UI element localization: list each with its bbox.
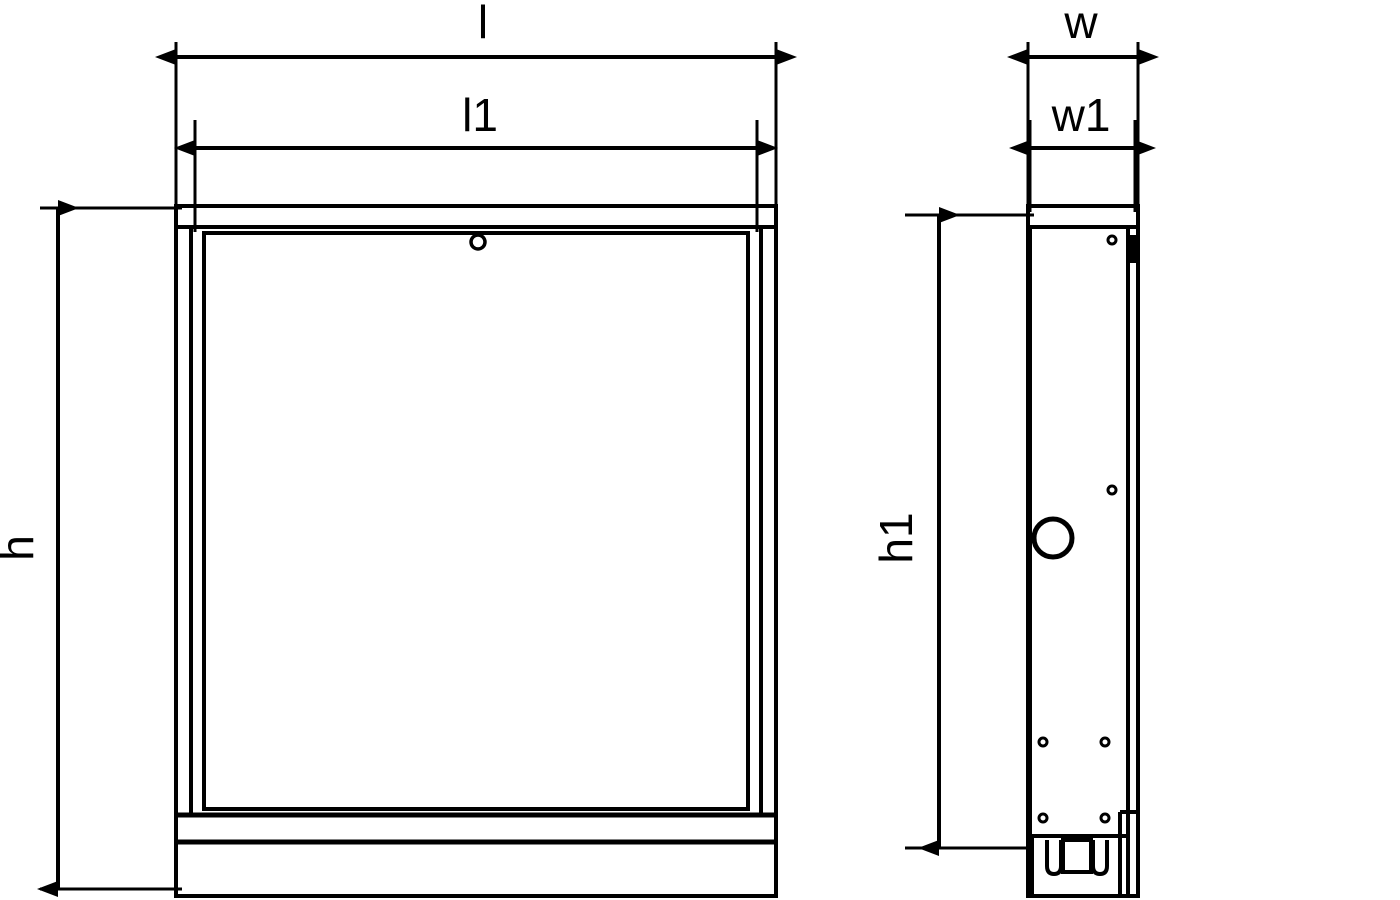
dimension-h1: h1 [870,207,1034,856]
side-base-slot-2 [1091,840,1109,877]
dim-w-label: w [1063,0,1098,48]
dim-h1-label: h1 [870,512,922,563]
side-cable-entry-circle [1031,516,1075,560]
dim-l-label: l [478,0,488,48]
dimension-l: l [155,0,797,212]
front-door-panel [202,231,750,811]
front-view [174,204,778,898]
side-mounting-hole-3 [1037,736,1049,748]
side-mounting-hole-1 [1106,234,1118,246]
front-lock-hole-icon [469,233,487,251]
dim-w1-label: w1 [1051,89,1111,141]
side-base-block [1030,834,1130,898]
dimension-h: h [0,200,182,897]
side-mounting-hole-5 [1037,812,1049,824]
dimension-w: w [1007,0,1159,212]
side-top-tab [1127,235,1137,263]
side-mounting-hole-4 [1099,736,1111,748]
dimension-w1: w1 [1009,89,1156,212]
side-mounting-hole-2 [1106,484,1118,496]
dimension-l1: l1 [174,89,778,232]
dim-l1-label: l1 [462,89,498,141]
side-mounting-hole-6 [1099,812,1111,824]
front-outer-body [174,204,778,898]
dim-h-label: h [0,535,43,561]
side-view [1026,204,1140,898]
side-base-cutout [1061,838,1093,874]
side-base-slot-1 [1045,840,1063,877]
